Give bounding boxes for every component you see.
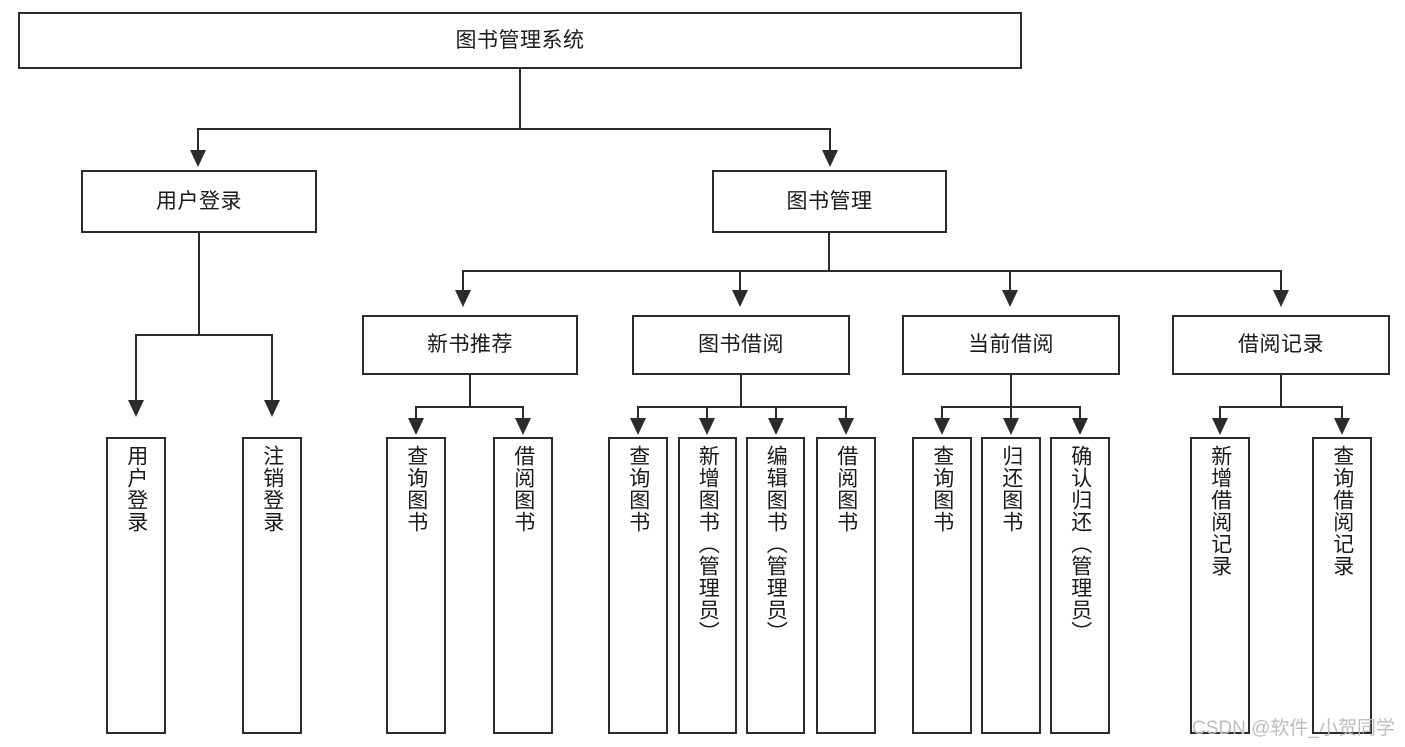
connector-book-borrow-bus — [637, 406, 847, 408]
connector-new-book-drop-1 — [415, 406, 417, 420]
leaf-query-book-borrow[interactable]: 查询图书 — [608, 437, 668, 734]
node-label: 图书管理系统 — [455, 28, 585, 52]
node-label: 归还图书 — [999, 445, 1023, 533]
connector-book-manage-bus — [462, 270, 1282, 272]
node-new-book-recommend[interactable]: 新书推荐 — [362, 315, 578, 375]
node-label: 查询图书 — [626, 445, 650, 533]
node-label: 当前借阅 — [968, 333, 1054, 357]
connector-user-login-bus — [135, 334, 273, 336]
node-label: 借阅图书 — [511, 445, 535, 533]
connector-root-bus — [197, 128, 831, 130]
arrowhead-to-book-borrow — [732, 290, 748, 307]
node-label: 图书管理 — [786, 189, 873, 213]
arrowhead-root-to-book-manage — [822, 150, 838, 167]
arrowhead-borrow-record-leaf-2 — [1334, 418, 1350, 435]
arrowhead-to-borrow-record — [1273, 290, 1289, 307]
connector-book-borrow-stem — [740, 375, 742, 407]
connector-current-borrow-stem — [1010, 375, 1012, 407]
node-label: 查询图书 — [404, 445, 428, 533]
leaf-borrow-book[interactable]: 借阅图书 — [816, 437, 876, 734]
node-label: 注销登录 — [260, 445, 284, 533]
connector-book-manage-drop-3 — [1009, 270, 1011, 292]
arrowhead-user-login-leaf-1 — [128, 400, 144, 417]
connector-book-manage-stem — [828, 233, 830, 271]
connector-user-login-drop-1 — [135, 334, 137, 402]
connector-new-book-drop-2 — [522, 406, 524, 420]
node-book-management[interactable]: 图书管理 — [712, 170, 947, 233]
connector-new-book-bus — [415, 406, 524, 408]
arrowhead-current-borrow-leaf-3 — [1072, 418, 1088, 435]
connector-root-stem — [519, 69, 521, 129]
arrowhead-to-new-book-recommend — [455, 290, 471, 307]
leaf-logout[interactable]: 注销登录 — [242, 437, 302, 734]
node-label: 新增借阅记录 — [1208, 445, 1232, 577]
arrowhead-current-borrow-leaf-2 — [1003, 418, 1019, 435]
node-label: 图书借阅 — [698, 333, 784, 357]
connector-book-borrow-drop-4 — [845, 406, 847, 420]
leaf-confirm-return-admin[interactable]: 确认归还（管理员） — [1050, 437, 1110, 734]
connector-user-login-drop-2 — [271, 334, 273, 402]
node-label: 查询图书 — [930, 445, 954, 533]
connector-current-borrow-drop-3 — [1079, 406, 1081, 420]
leaf-query-book-recommend[interactable]: 查询图书 — [386, 437, 446, 734]
connector-book-manage-drop-4 — [1280, 270, 1282, 292]
node-label: 用户登录 — [124, 445, 148, 533]
leaf-borrow-book-recommend[interactable]: 借阅图书 — [493, 437, 553, 734]
leaf-user-login[interactable]: 用户登录 — [106, 437, 166, 734]
leaf-edit-book-admin[interactable]: 编辑图书（管理员） — [746, 437, 805, 734]
arrowhead-new-book-leaf-1 — [408, 418, 424, 435]
arrowhead-user-login-leaf-2 — [264, 400, 280, 417]
connector-borrow-record-stem — [1280, 375, 1282, 407]
leaf-add-borrow-record[interactable]: 新增借阅记录 — [1190, 437, 1250, 734]
node-label: 确认归还（管理员） — [1068, 445, 1092, 643]
node-current-borrow[interactable]: 当前借阅 — [902, 315, 1120, 375]
arrowhead-to-current-borrow — [1002, 290, 1018, 307]
node-book-borrow[interactable]: 图书借阅 — [632, 315, 850, 375]
connector-current-borrow-drop-2 — [1010, 406, 1012, 420]
node-label: 用户登录 — [156, 189, 242, 213]
arrowhead-borrow-record-leaf-1 — [1212, 418, 1228, 435]
leaf-query-book-current[interactable]: 查询图书 — [912, 437, 972, 734]
watermark-text: CSDN @软件_小贺同学 — [1192, 718, 1395, 739]
leaf-query-borrow-record[interactable]: 查询借阅记录 — [1312, 437, 1372, 734]
connector-current-borrow-drop-1 — [941, 406, 943, 420]
connector-user-login-stem — [198, 233, 200, 335]
node-label: 编辑图书（管理员） — [764, 445, 788, 643]
arrowhead-new-book-leaf-2 — [515, 418, 531, 435]
arrowhead-current-borrow-leaf-1 — [934, 418, 950, 435]
node-user-login[interactable]: 用户登录 — [81, 170, 317, 233]
connector-borrow-record-drop-2 — [1341, 406, 1343, 420]
connector-borrow-record-drop-1 — [1219, 406, 1221, 420]
arrowhead-book-borrow-leaf-3 — [768, 418, 784, 435]
leaf-add-book-admin[interactable]: 新增图书（管理员） — [678, 437, 737, 734]
connector-root-to-book-manage — [829, 128, 831, 152]
leaf-return-book[interactable]: 归还图书 — [981, 437, 1041, 734]
arrowhead-book-borrow-leaf-2 — [699, 418, 715, 435]
connector-root-to-user-login — [197, 128, 199, 152]
arrowhead-root-to-user-login — [190, 150, 206, 167]
connector-book-borrow-drop-2 — [706, 406, 708, 420]
arrowhead-book-borrow-leaf-4 — [838, 418, 854, 435]
node-root-system[interactable]: 图书管理系统 — [18, 12, 1022, 69]
arrowhead-book-borrow-leaf-1 — [630, 418, 646, 435]
connector-book-manage-drop-1 — [462, 270, 464, 292]
connector-borrow-record-bus — [1219, 406, 1343, 408]
node-label: 新书推荐 — [427, 333, 513, 357]
connector-book-borrow-drop-1 — [637, 406, 639, 420]
connector-book-borrow-drop-3 — [775, 406, 777, 420]
node-label: 借阅记录 — [1238, 333, 1324, 357]
node-label: 借阅图书 — [834, 445, 858, 533]
connector-book-manage-drop-2 — [739, 270, 741, 292]
connector-new-book-stem — [469, 375, 471, 407]
node-label: 查询借阅记录 — [1330, 445, 1354, 577]
node-label: 新增图书（管理员） — [696, 445, 720, 643]
node-borrow-record[interactable]: 借阅记录 — [1172, 315, 1390, 375]
